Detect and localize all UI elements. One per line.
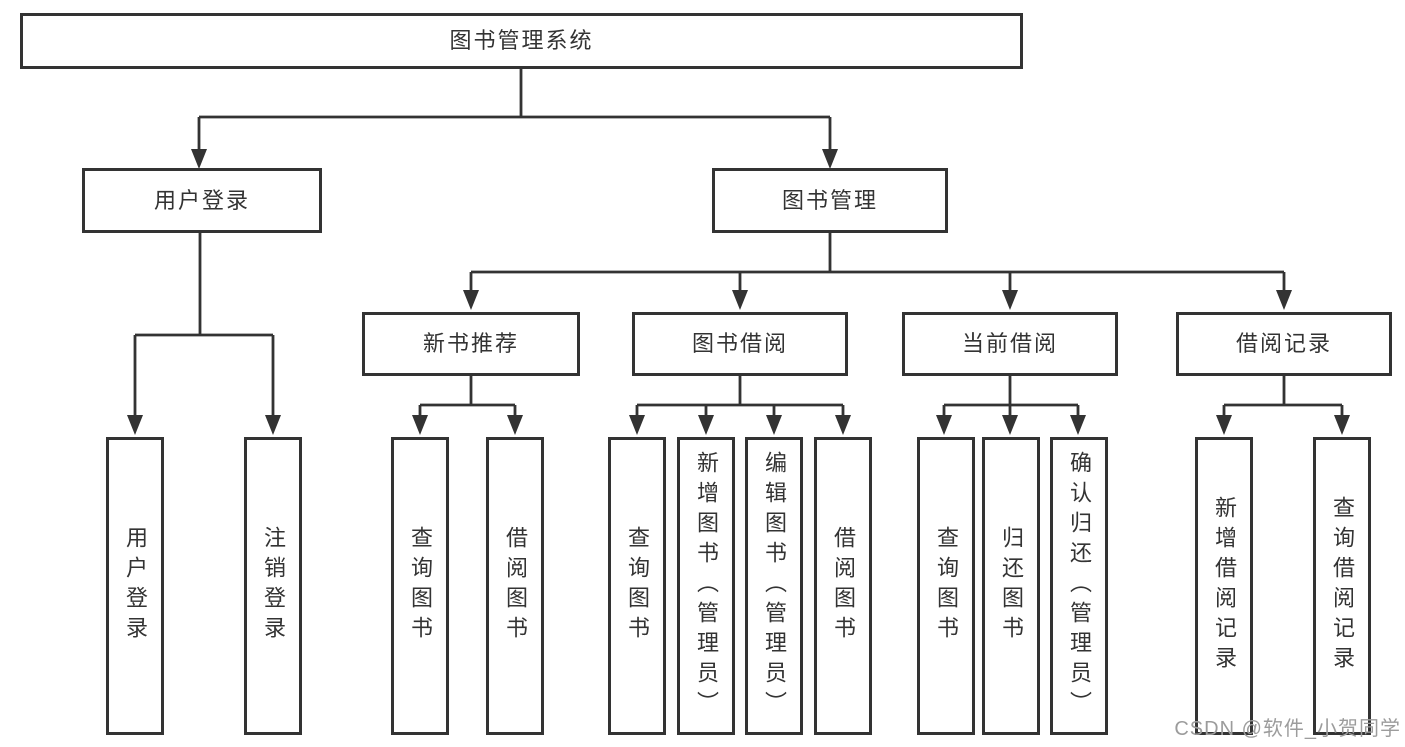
node-user-login-label: 用户登录 bbox=[153, 187, 250, 213]
node-current-borrow: 当前借阅 bbox=[902, 312, 1118, 376]
node-borrow-records-label: 借阅记录 bbox=[1235, 331, 1332, 356]
node-book-borrow: 图书借阅 bbox=[632, 312, 848, 376]
node-user-login: 用户登录 bbox=[82, 168, 322, 233]
leaf-add-borrow-record: 新增借阅记录 bbox=[1195, 437, 1253, 735]
leaf-confirm-return-admin-label: 确认归还（管理员） bbox=[1067, 451, 1092, 721]
watermark-text: CSDN @软件_小贺同学 bbox=[1174, 718, 1401, 740]
node-book-management: 图书管理 bbox=[712, 168, 948, 233]
leaf-user-login: 用户登录 bbox=[106, 437, 164, 735]
leaf-user-login-label: 用户登录 bbox=[123, 526, 148, 646]
leaf-borrow-books-recommend-label: 借阅图书 bbox=[503, 526, 528, 646]
node-library-system-label: 图书管理系统 bbox=[449, 28, 594, 53]
node-library-system: 图书管理系统 bbox=[20, 13, 1023, 69]
node-borrow-records: 借阅记录 bbox=[1176, 312, 1392, 376]
leaf-borrow-books-label: 借阅图书 bbox=[831, 526, 856, 646]
leaf-query-books-borrow-label: 查询图书 bbox=[625, 526, 650, 646]
leaf-borrow-books-recommend: 借阅图书 bbox=[486, 437, 544, 735]
leaf-return-book: 归还图书 bbox=[982, 437, 1040, 735]
leaf-edit-book-admin: 编辑图书（管理员） bbox=[745, 437, 803, 735]
leaf-query-books-recommend: 查询图书 bbox=[391, 437, 449, 735]
leaf-confirm-return-admin: 确认归还（管理员） bbox=[1050, 437, 1108, 735]
node-new-book-recommend: 新书推荐 bbox=[362, 312, 580, 376]
node-book-borrow-label: 图书借阅 bbox=[691, 331, 788, 356]
leaf-edit-book-admin-label: 编辑图书（管理员） bbox=[762, 451, 787, 721]
leaf-query-borrow-record-label: 查询借阅记录 bbox=[1330, 496, 1355, 676]
leaf-add-borrow-record-label: 新增借阅记录 bbox=[1212, 496, 1237, 676]
leaf-query-books-recommend-label: 查询图书 bbox=[408, 526, 433, 646]
node-current-borrow-label: 当前借阅 bbox=[961, 331, 1058, 356]
leaf-logout-label: 注销登录 bbox=[261, 526, 286, 646]
leaf-logout: 注销登录 bbox=[244, 437, 302, 735]
leaf-add-book-admin-label: 新增图书（管理员） bbox=[694, 451, 719, 721]
leaf-add-book-admin: 新增图书（管理员） bbox=[677, 437, 735, 735]
leaf-borrow-books: 借阅图书 bbox=[814, 437, 872, 735]
leaf-query-books-current: 查询图书 bbox=[917, 437, 975, 735]
leaf-query-books-current-label: 查询图书 bbox=[934, 526, 959, 646]
node-new-book-recommend-label: 新书推荐 bbox=[422, 331, 519, 356]
node-book-management-label: 图书管理 bbox=[781, 187, 878, 213]
leaf-query-books-borrow: 查询图书 bbox=[608, 437, 666, 735]
leaf-query-borrow-record: 查询借阅记录 bbox=[1313, 437, 1371, 735]
leaf-return-book-label: 归还图书 bbox=[999, 526, 1024, 646]
